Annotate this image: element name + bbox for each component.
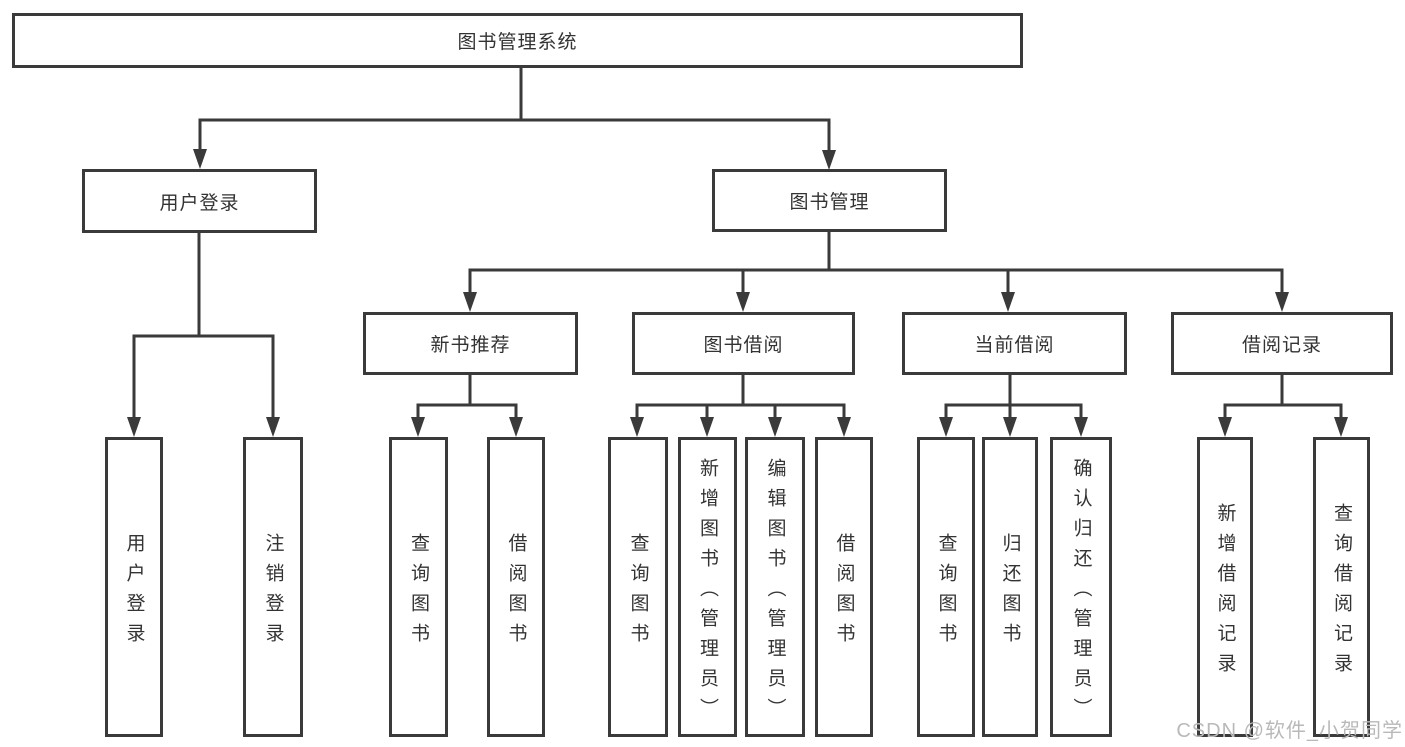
node-label: 新增图书（管理员） xyxy=(697,457,718,728)
node-book-borrowing: 图书借阅 xyxy=(632,312,855,375)
node-label: 用户登录 xyxy=(159,192,240,214)
node-recommend-query-books: 查询图书 xyxy=(389,437,448,737)
node-label: 图书借阅 xyxy=(703,335,784,356)
node-add-borrow-record: 新增借阅记录 xyxy=(1197,437,1253,737)
node-borrow-books-leaf: 借阅图书 xyxy=(815,437,873,737)
node-label: 查询图书 xyxy=(935,532,957,653)
node-confirm-return-admin: 确认归还（管理员） xyxy=(1050,437,1112,737)
node-label: 归还图书 xyxy=(999,532,1021,653)
node-user-login: 用户登录 xyxy=(82,169,317,233)
node-label: 借阅图书 xyxy=(505,532,527,653)
arrowheads xyxy=(127,149,1348,437)
node-query-borrow-record: 查询借阅记录 xyxy=(1313,437,1370,737)
node-return-books: 归还图书 xyxy=(982,437,1038,737)
node-borrowing-records: 借阅记录 xyxy=(1171,312,1393,375)
node-label: 借阅图书 xyxy=(833,532,855,653)
node-label: 注销登录 xyxy=(262,532,284,653)
node-label: 用户登录 xyxy=(123,532,145,653)
node-label: 查询图书 xyxy=(627,532,649,653)
node-label: 确认归还（管理员） xyxy=(1070,457,1092,728)
node-current-query-books: 查询图书 xyxy=(917,437,975,737)
node-label: 查询图书 xyxy=(408,532,429,653)
node-label: 编辑图书（管理员） xyxy=(764,457,786,728)
node-logout-leaf: 注销登录 xyxy=(243,437,303,737)
node-add-books-admin: 新增图书（管理员） xyxy=(678,437,737,737)
node-recommend-borrow-books: 借阅图书 xyxy=(487,437,545,737)
node-label: 借阅记录 xyxy=(1241,335,1322,356)
node-library-management-system: 图书管理系统 xyxy=(12,13,1023,68)
node-edit-books-admin: 编辑图书（管理员） xyxy=(745,437,805,737)
node-current-borrowing: 当前借阅 xyxy=(902,312,1127,375)
node-book-management: 图书管理 xyxy=(712,169,947,232)
node-label: 查询借阅记录 xyxy=(1331,502,1352,683)
node-label: 新书推荐 xyxy=(430,335,511,356)
node-user-login-leaf: 用户登录 xyxy=(105,437,163,737)
node-label: 图书管理 xyxy=(789,192,870,213)
node-label: 新增借阅记录 xyxy=(1214,502,1236,683)
csdn-watermark: CSDN @软件_小贺同学 xyxy=(1176,720,1403,742)
node-label: 图书管理系统 xyxy=(457,32,578,53)
node-new-book-recommend: 新书推荐 xyxy=(363,312,578,375)
node-borrowing-query-books: 查询图书 xyxy=(608,437,668,737)
node-label: 当前借阅 xyxy=(974,335,1055,356)
